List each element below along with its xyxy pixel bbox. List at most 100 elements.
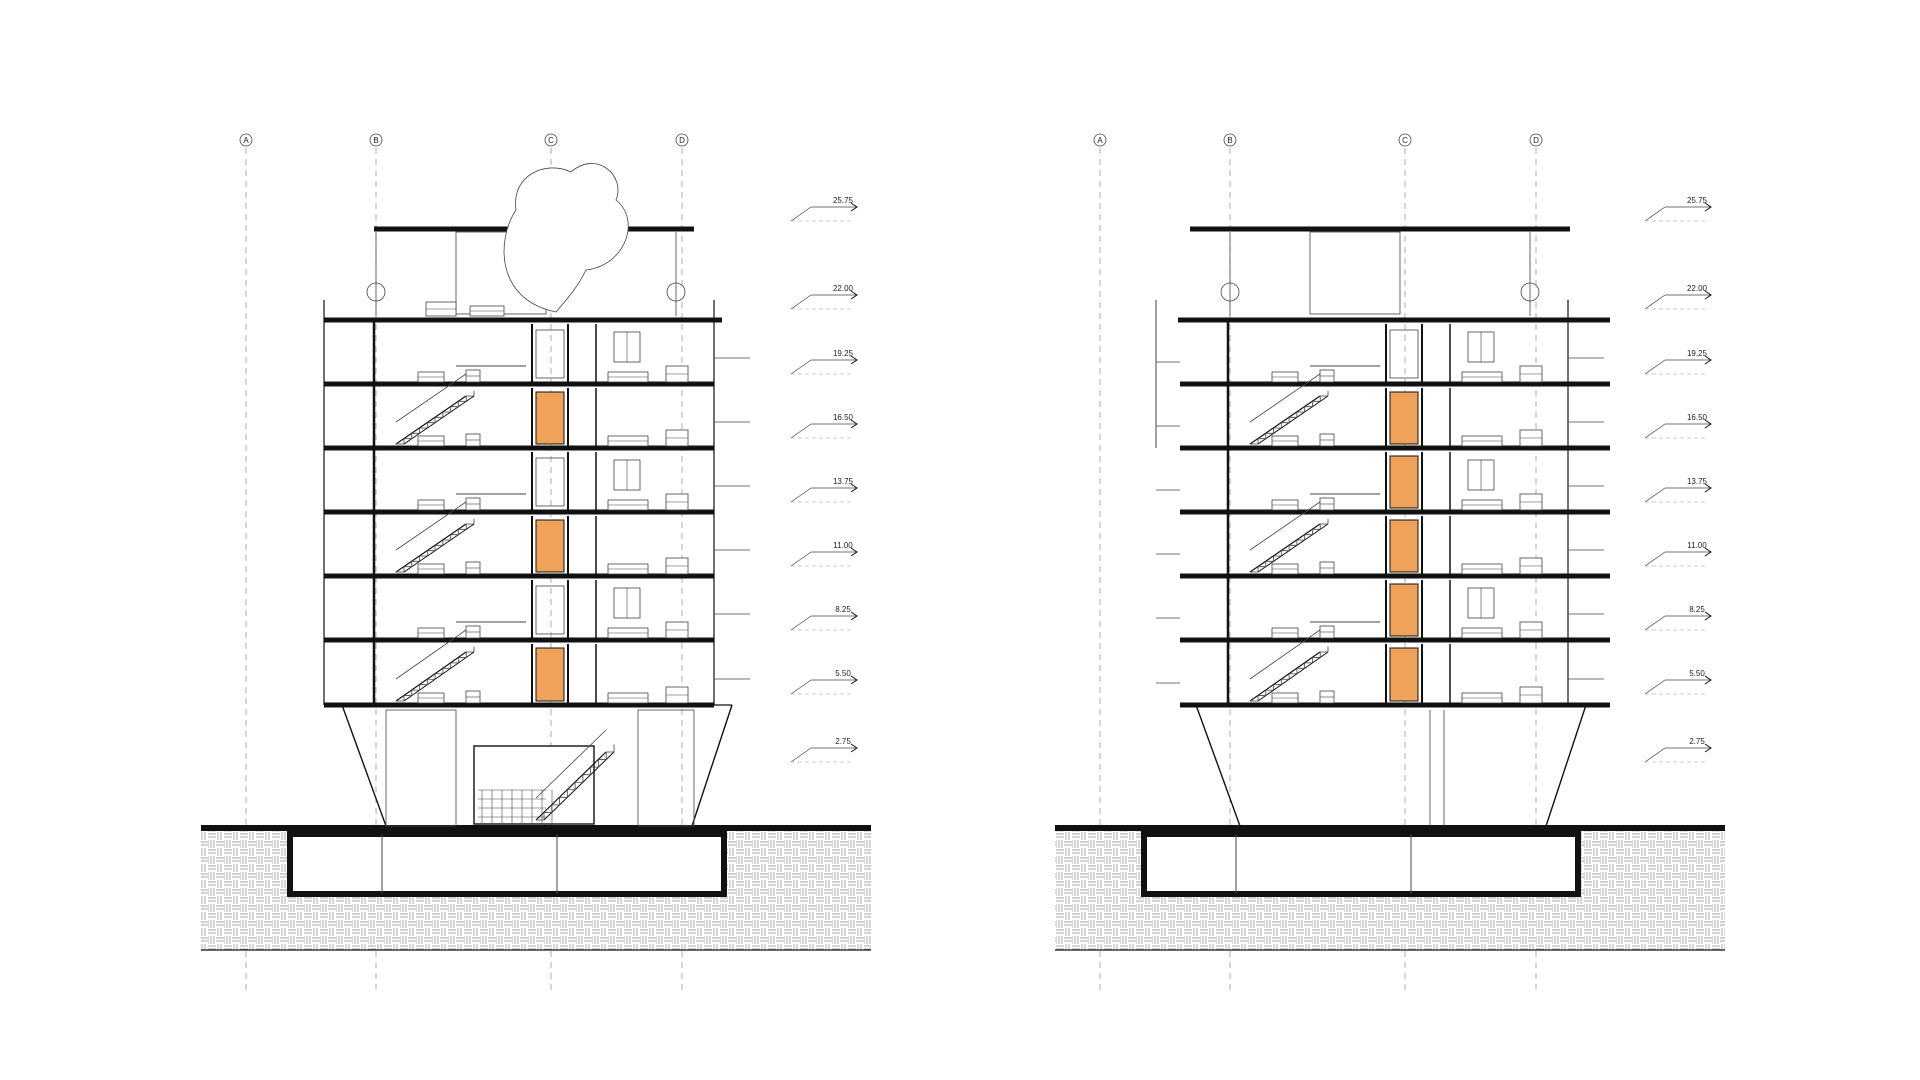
stair-tread bbox=[1265, 428, 1274, 434]
stair-stringer bbox=[395, 523, 467, 573]
level-leader bbox=[790, 206, 812, 222]
stair-tread bbox=[567, 782, 576, 791]
stair-tread bbox=[536, 812, 545, 821]
level-label: 22.00 bbox=[1687, 284, 1708, 293]
grid-label-a: A bbox=[243, 136, 249, 145]
stair-tread bbox=[606, 744, 615, 753]
level-leader bbox=[790, 679, 812, 695]
stair-tread bbox=[1257, 690, 1267, 696]
stair-tread bbox=[411, 684, 420, 691]
stair-tread bbox=[1265, 684, 1274, 691]
stair-stringer bbox=[1249, 395, 1321, 445]
core-door bbox=[535, 457, 565, 507]
level-arrow-icon bbox=[850, 547, 858, 557]
level-arrow-icon bbox=[1704, 483, 1712, 493]
stair-tread bbox=[1257, 433, 1267, 440]
level-leader bbox=[790, 487, 812, 503]
stair-rail bbox=[1249, 501, 1321, 551]
stair-tread bbox=[442, 406, 452, 413]
stair-stringer bbox=[1257, 523, 1329, 573]
stair-tread bbox=[1296, 406, 1306, 413]
stair-core-highlight bbox=[1389, 647, 1419, 702]
level-leader bbox=[790, 747, 812, 763]
level-leader bbox=[1644, 679, 1666, 695]
level-label: 19.25 bbox=[833, 349, 854, 358]
stair-tread bbox=[427, 417, 436, 424]
stair-tread bbox=[396, 695, 405, 702]
podium-slope bbox=[1195, 704, 1587, 827]
grid-bubble bbox=[1093, 133, 1107, 147]
stair-tread bbox=[1320, 390, 1329, 397]
level-label: 19.25 bbox=[1687, 349, 1708, 358]
level-marker: 16.50 bbox=[790, 413, 858, 439]
stair-stringer bbox=[403, 651, 475, 702]
stair-tread bbox=[434, 540, 444, 546]
basement bbox=[1141, 831, 1581, 897]
stair-tread bbox=[582, 767, 592, 776]
stair-stringer bbox=[403, 395, 475, 445]
stair-core-highlight bbox=[1389, 583, 1419, 637]
stair-rail bbox=[1249, 629, 1321, 680]
stair-tread bbox=[543, 804, 553, 813]
tree-icon bbox=[503, 163, 629, 313]
level-leader bbox=[1644, 615, 1666, 631]
level-marker: 16.50 bbox=[1644, 413, 1712, 439]
level-label: 5.50 bbox=[1689, 669, 1705, 678]
stair-tread bbox=[1250, 566, 1259, 573]
stair-tread bbox=[1304, 529, 1313, 536]
lobby-glazing bbox=[385, 709, 457, 827]
stair-tread bbox=[442, 662, 452, 669]
level-arrow-icon bbox=[850, 675, 858, 685]
core-door bbox=[1389, 329, 1419, 379]
level-marker: 22.00 bbox=[790, 284, 858, 310]
stair-tread bbox=[1273, 422, 1282, 429]
level-label: 2.75 bbox=[835, 737, 851, 746]
grid-bubble bbox=[544, 133, 558, 147]
level-marker: 5.50 bbox=[790, 669, 858, 695]
grid-bubble bbox=[1529, 133, 1543, 147]
level-leader bbox=[1644, 747, 1666, 763]
level-marker: 25.75 bbox=[790, 196, 858, 222]
level-leader bbox=[1644, 206, 1666, 222]
stair-tread bbox=[1304, 401, 1313, 408]
stair-tread bbox=[434, 412, 444, 418]
level-marker: 13.75 bbox=[790, 477, 858, 503]
stair-tread bbox=[1288, 668, 1298, 675]
stair-tread bbox=[1250, 438, 1259, 445]
stair-core-highlight bbox=[1389, 519, 1419, 573]
stair-stringer bbox=[1257, 395, 1329, 445]
podium-slope bbox=[341, 704, 733, 827]
stair-tread bbox=[1250, 695, 1259, 702]
level-leader bbox=[1644, 487, 1666, 503]
stair-core-highlight bbox=[1389, 391, 1419, 445]
grid-label-b: B bbox=[1227, 136, 1232, 145]
level-arrow-icon bbox=[850, 290, 858, 300]
level-arrow-icon bbox=[1704, 202, 1712, 212]
stair-tread bbox=[1281, 673, 1290, 680]
stair-tread bbox=[598, 752, 607, 760]
stair-tread bbox=[411, 556, 420, 562]
stair-tread bbox=[434, 668, 444, 675]
level-marker: 2.75 bbox=[790, 737, 858, 763]
stair-tread bbox=[450, 401, 459, 408]
stair-tread bbox=[559, 789, 568, 798]
stair-tread bbox=[466, 390, 475, 397]
stair-tread bbox=[1288, 540, 1298, 546]
stair-tread bbox=[1312, 396, 1321, 402]
stair-tread bbox=[458, 652, 467, 658]
stair-tread bbox=[466, 646, 475, 653]
stair-core-highlight bbox=[535, 519, 565, 573]
level-marker: 25.75 bbox=[1644, 196, 1712, 222]
level-marker: 22.00 bbox=[1644, 284, 1712, 310]
stair-tread bbox=[590, 759, 599, 768]
grid-bubble bbox=[239, 133, 253, 147]
stair-tread bbox=[1288, 412, 1298, 418]
stair-tread bbox=[1296, 534, 1306, 541]
level-arrow-icon bbox=[1704, 611, 1712, 621]
level-label: 22.00 bbox=[833, 284, 854, 293]
stair-stringer bbox=[1257, 651, 1329, 702]
level-label: 5.50 bbox=[835, 669, 851, 678]
stair-tread bbox=[1312, 652, 1321, 658]
